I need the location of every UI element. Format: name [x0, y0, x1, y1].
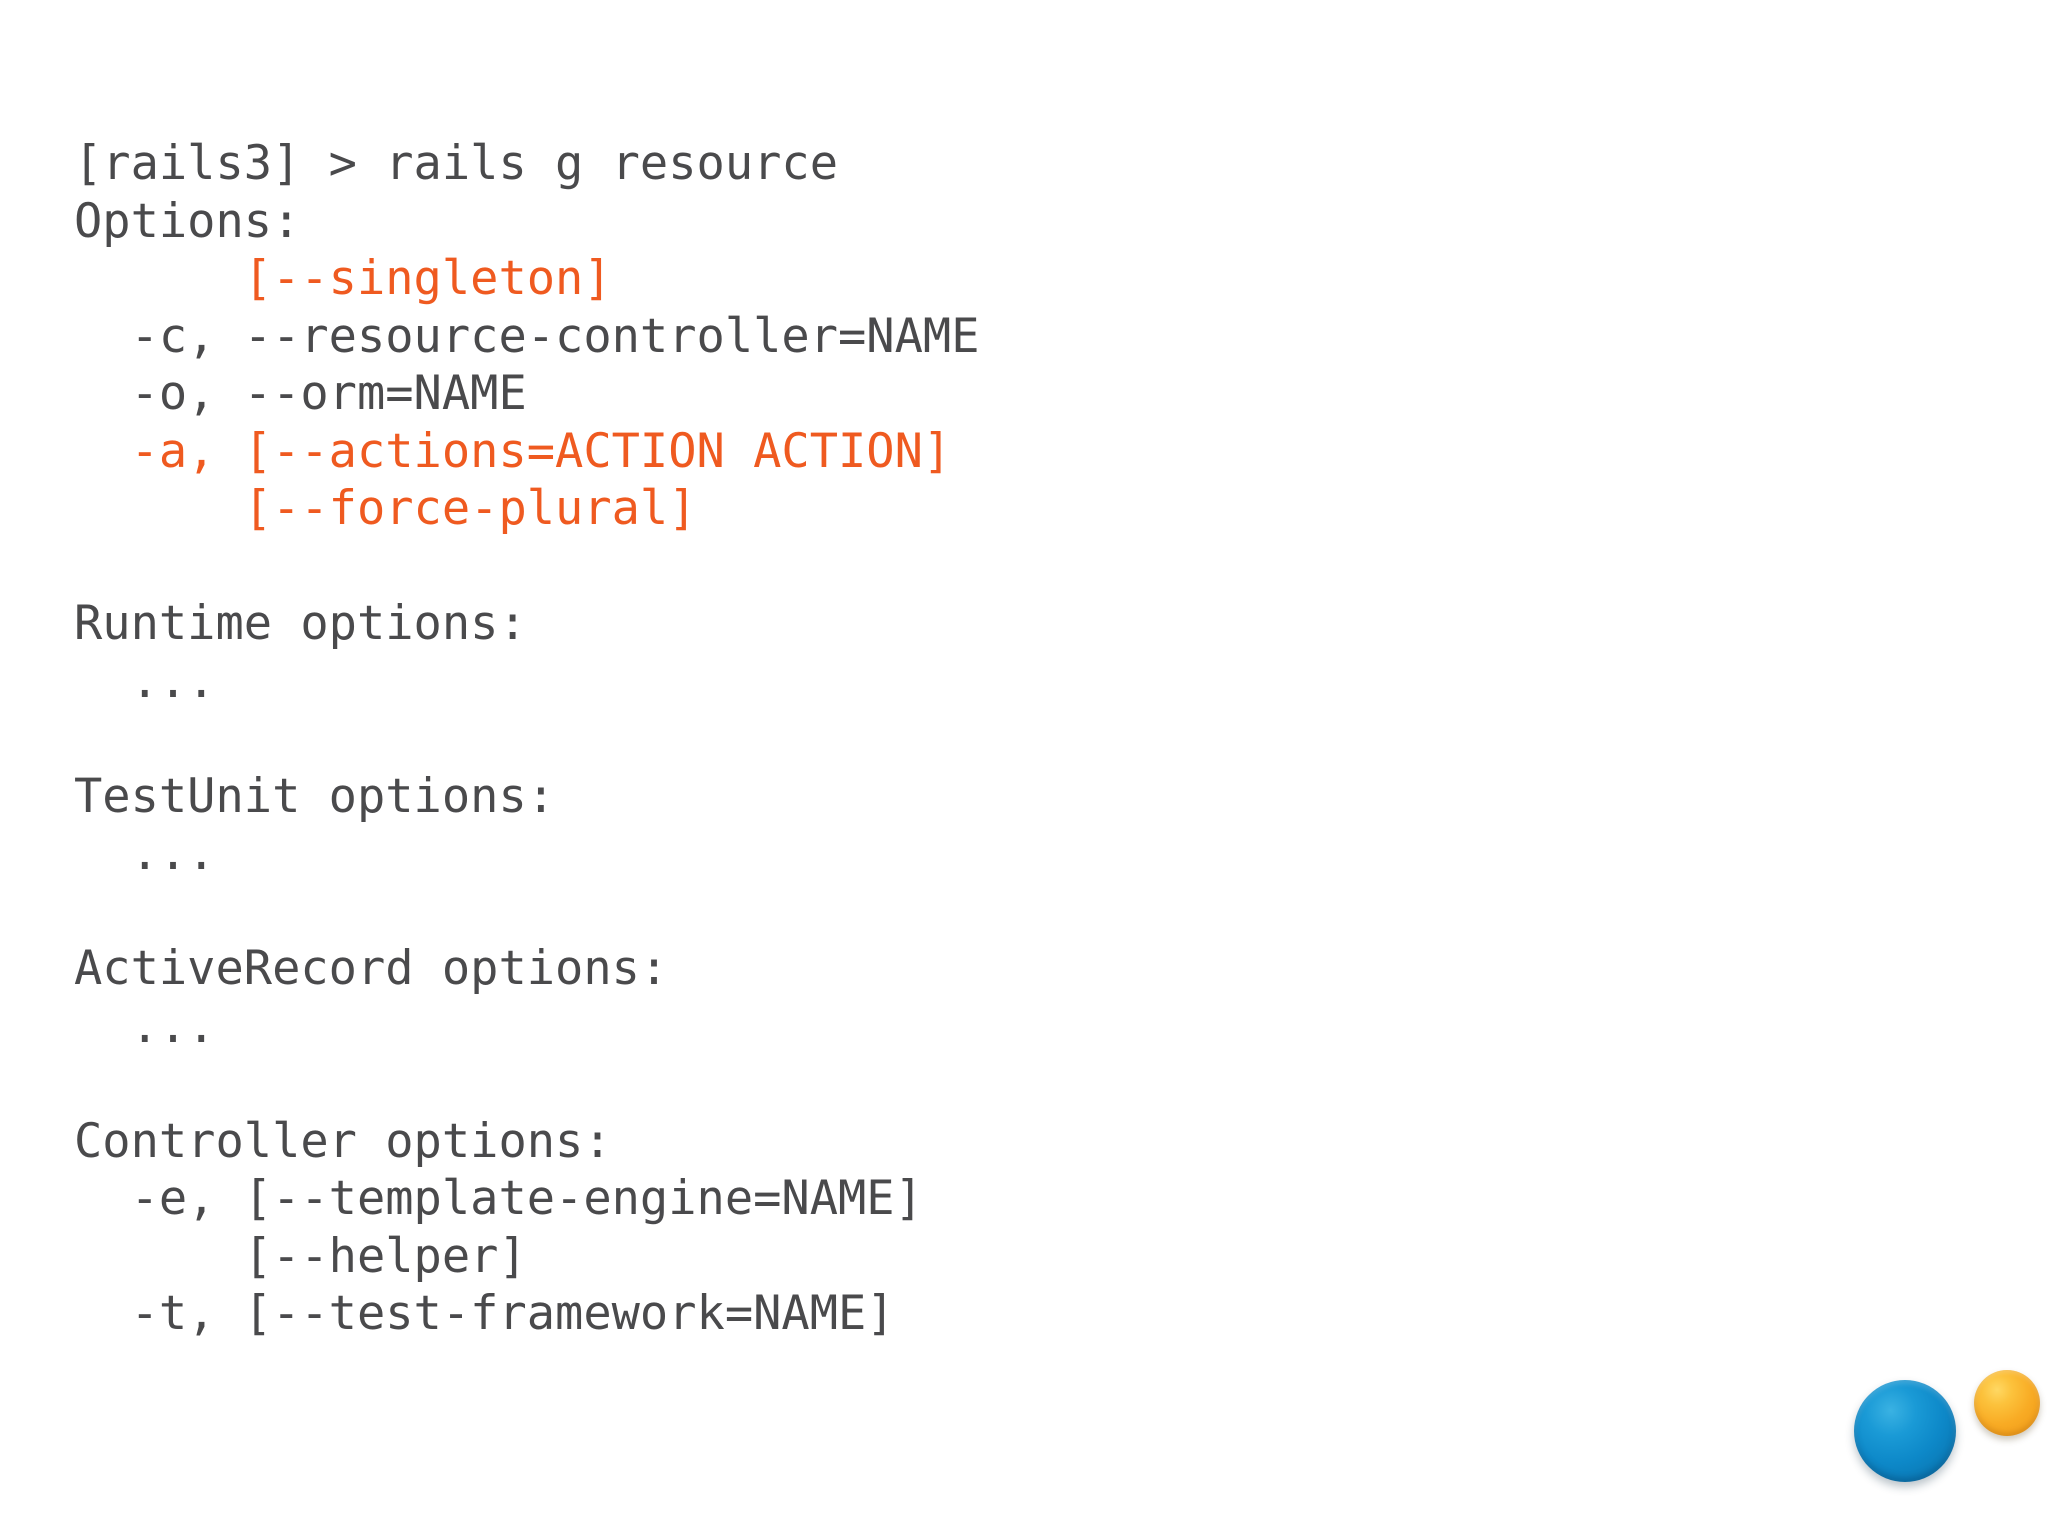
terminal-line: -e, [--template-engine=NAME] — [74, 1171, 923, 1226]
terminal-line: [rails3] > rails g resource — [74, 136, 839, 191]
terminal-line: TestUnit options: — [74, 768, 556, 824]
terminal-blank-line — [74, 710, 979, 768]
blue-circle-icon — [1854, 1380, 1956, 1482]
terminal-blank-line — [74, 883, 979, 941]
terminal-line: ... — [74, 826, 216, 881]
terminal-line: ... — [74, 998, 216, 1054]
terminal-line: -o, --orm=NAME — [74, 366, 527, 421]
orange-circle-icon — [1974, 1370, 2040, 1436]
terminal-line: Runtime options: — [74, 596, 527, 651]
terminal-line: ... — [74, 653, 216, 709]
terminal-line: [--singleton] — [74, 251, 612, 306]
terminal-line: [--force-plural] — [74, 481, 697, 536]
terminal-line: Options: — [74, 193, 301, 249]
terminal-line: [--helper] — [74, 1228, 527, 1284]
terminal-line: Controller options: — [74, 1113, 612, 1169]
terminal-blank-line — [74, 538, 979, 596]
decorative-bullets — [1846, 1368, 2048, 1536]
terminal-line: -c, --resource-controller=NAME — [74, 308, 980, 364]
terminal-blank-line — [74, 1055, 979, 1113]
terminal-line: -a, [--actions=ACTION ACTION] — [74, 423, 952, 479]
terminal-line: -t, [--test-framework=NAME] — [74, 1286, 895, 1341]
terminal-line: ActiveRecord options: — [74, 941, 669, 996]
